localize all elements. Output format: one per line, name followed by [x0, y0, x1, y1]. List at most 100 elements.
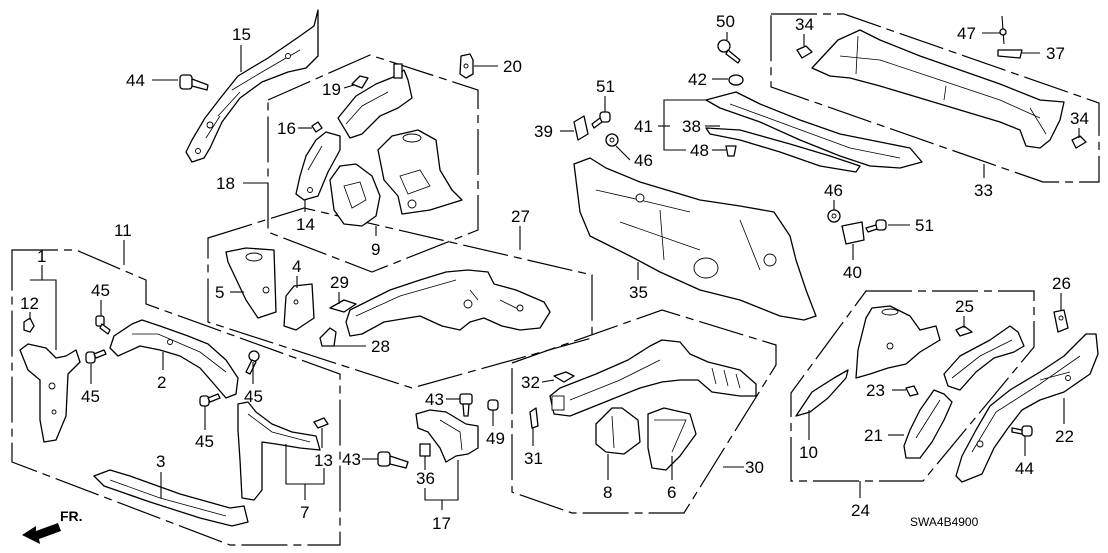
callout-43: 43: [425, 390, 444, 409]
bracket-39[interactable]: [573, 115, 589, 141]
clip-13[interactable]: [313, 417, 329, 429]
part-7-side-bracket[interactable]: [237, 401, 321, 501]
callout-39: 39: [534, 122, 553, 141]
part-38-dash-lower-reinforcement[interactable]: [705, 127, 861, 173]
callout-25: 25: [955, 297, 974, 316]
part-30-front-frame[interactable]: [549, 339, 757, 417]
leader-lines: [29, 32, 1080, 510]
bolt-45-b[interactable]: [85, 349, 107, 364]
part-27-front-side-frame[interactable]: [345, 269, 551, 337]
clip-34-left[interactable]: [796, 45, 813, 59]
part-21-brace[interactable]: [903, 389, 953, 459]
bolt-44-lower[interactable]: [1011, 425, 1033, 437]
callout-14: 14: [296, 215, 315, 234]
part-9-damper-housing[interactable]: [329, 163, 381, 227]
part-35-dashboard-panel[interactable]: [573, 157, 817, 321]
callout-35: 35: [629, 283, 648, 302]
callout-49: 49: [486, 429, 505, 448]
bolt-45-a[interactable]: [95, 315, 111, 335]
clip-32[interactable]: [553, 371, 575, 383]
callout-51: 51: [915, 216, 934, 235]
callout-2: 2: [157, 373, 166, 392]
callout-44: 44: [1015, 459, 1034, 478]
callout-labels: 15 44 19 20 16 18 14 9 27 11 1 12 45 45 …: [20, 12, 1089, 533]
callout-20: 20: [503, 57, 522, 76]
part-18-damper-tower[interactable]: [377, 129, 463, 215]
part-4-plate[interactable]: [283, 283, 315, 331]
bolt-51-lower[interactable]: [865, 219, 887, 233]
stud-47[interactable]: [999, 15, 1007, 45]
part-1-lower-bracket[interactable]: [19, 343, 81, 443]
clip-23[interactable]: [905, 385, 919, 397]
bolt-50[interactable]: [717, 39, 741, 64]
bolt-51-upper[interactable]: [591, 111, 611, 129]
group-box-33: [770, 13, 1100, 183]
callout-45: 45: [244, 387, 263, 406]
bracket-26[interactable]: [1053, 309, 1069, 333]
nut-49[interactable]: [487, 399, 499, 411]
callout-38: 38: [682, 117, 701, 136]
callout-43: 43: [342, 450, 361, 469]
callout-45: 45: [91, 281, 110, 300]
bolt-44-upper[interactable]: [179, 74, 209, 91]
part-22-right-upper-rail[interactable]: [955, 333, 1099, 483]
front-direction-arrow-icon: FR.: [22, 508, 83, 544]
group-box-18: [267, 54, 479, 273]
callout-29: 29: [330, 273, 349, 292]
nut-46-upper[interactable]: [605, 133, 619, 147]
part-41-dash-reinforcement[interactable]: [705, 91, 923, 169]
callout-48: 48: [690, 141, 709, 160]
group-box-27: [207, 207, 593, 389]
callout-34: 34: [795, 15, 814, 34]
callout-16: 16: [277, 119, 296, 138]
bracket-28[interactable]: [319, 327, 337, 347]
callout-6: 6: [667, 483, 676, 502]
callout-11: 11: [114, 221, 132, 240]
callout-21: 21: [864, 426, 883, 445]
callout-41: 41: [634, 117, 653, 136]
callout-24: 24: [851, 501, 870, 520]
part-15-upper-rail[interactable]: [185, 9, 319, 163]
grommet-42[interactable]: [728, 74, 744, 86]
clip-19[interactable]: [351, 75, 369, 89]
callout-33: 33: [974, 181, 993, 200]
clip-34-right[interactable]: [1071, 135, 1087, 149]
nut-46-lower[interactable]: [827, 209, 841, 223]
callout-46: 46: [824, 181, 843, 200]
clip-48[interactable]: [725, 145, 737, 157]
clip-31[interactable]: [529, 407, 539, 429]
callout-1: 1: [37, 247, 46, 266]
part-8-bracket[interactable]: [595, 407, 641, 455]
bracket-20[interactable]: [459, 53, 474, 79]
callout-13: 13: [314, 451, 333, 470]
bracket-40[interactable]: [841, 221, 865, 245]
clip-36[interactable]: [419, 443, 431, 457]
part-24-upper-arch[interactable]: [943, 325, 1025, 391]
part-24-damper-housing[interactable]: [855, 305, 941, 379]
part-18-upper-brace[interactable]: [337, 63, 413, 139]
part-14-wheelhouse-rear[interactable]: [295, 131, 341, 201]
part-5-frame-bracket[interactable]: [225, 247, 277, 319]
callout-37: 37: [1046, 44, 1065, 63]
callout-40: 40: [843, 263, 862, 282]
callout-30: 30: [745, 458, 764, 477]
bolt-43-b[interactable]: [459, 393, 473, 417]
part-6-mount-bracket[interactable]: [647, 407, 697, 471]
clip-16[interactable]: [311, 121, 323, 133]
bolt-43-a[interactable]: [377, 451, 409, 469]
part-17-mount-bracket[interactable]: [415, 409, 479, 463]
pad-37[interactable]: [997, 49, 1023, 59]
clip-25[interactable]: [955, 325, 973, 337]
part-3-lower-crossmember[interactable]: [93, 469, 249, 527]
callout-7: 7: [300, 503, 309, 522]
callout-27: 27: [511, 207, 530, 226]
callout-46: 46: [634, 151, 653, 170]
clip-12[interactable]: [23, 317, 35, 333]
part-2-upper-crossmember[interactable]: [109, 319, 239, 399]
callout-4: 4: [292, 257, 301, 276]
part-33-cowl-top[interactable]: [811, 29, 1065, 149]
callout-51: 51: [596, 77, 615, 96]
bolt-45-d[interactable]: [199, 393, 221, 407]
part-10-gusset[interactable]: [795, 369, 849, 417]
